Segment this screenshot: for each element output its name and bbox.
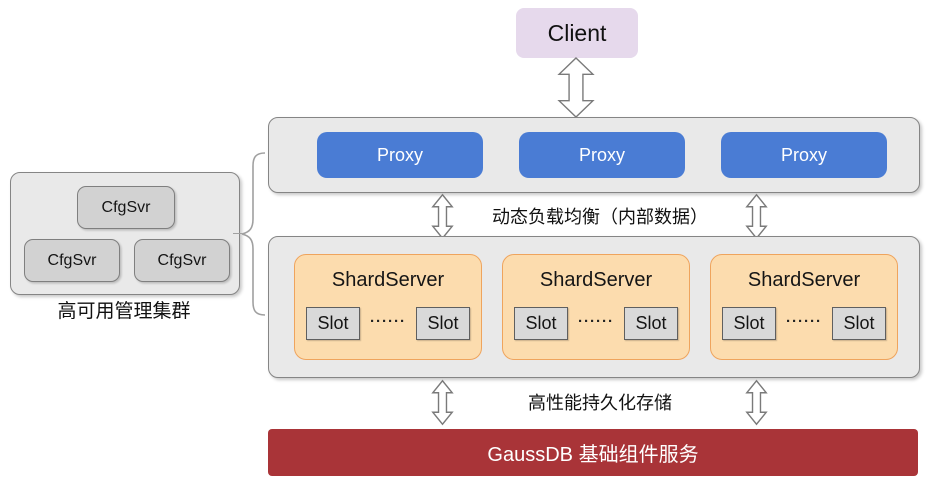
slot-box: Slot bbox=[415, 306, 470, 340]
shard-server-node: ShardServer Slot ······ Slot bbox=[294, 254, 482, 360]
client-label: Client bbox=[547, 19, 607, 46]
slot-ellipsis: ······ bbox=[786, 312, 822, 330]
shard-storage-updown-arrow-icon bbox=[745, 380, 768, 425]
ha-cluster-caption: 高可用管理集群 bbox=[57, 301, 191, 322]
slot-box: Slot bbox=[623, 306, 678, 340]
cfgsvr-label: CfgSvr bbox=[157, 251, 207, 269]
cfgsvr-label: CfgSvr bbox=[101, 198, 151, 216]
client-node: Client bbox=[516, 8, 638, 58]
shard-server-title: ShardServer bbox=[539, 268, 653, 291]
slot-row: Slot ······ Slot bbox=[711, 306, 897, 340]
slot-box: Slot bbox=[831, 306, 886, 340]
gaussdb-services-label: GaussDB 基础组件服务 bbox=[487, 444, 699, 466]
gaussdb-services-bar: GaussDB 基础组件服务 bbox=[268, 429, 918, 476]
proxy-node: Proxy bbox=[317, 132, 483, 178]
ha-cluster-container: CfgSvr CfgSvr CfgSvr bbox=[10, 172, 240, 295]
shard-server-title: ShardServer bbox=[747, 268, 861, 291]
proxy-node: Proxy bbox=[721, 132, 887, 178]
client-proxy-updown-arrow-icon bbox=[556, 57, 596, 118]
proxy-cluster-container: Proxy Proxy Proxy bbox=[268, 117, 920, 193]
shard-storage-updown-arrow-icon bbox=[431, 380, 454, 425]
load-balance-label: 动态负载均衡（内部数据） bbox=[492, 207, 708, 227]
shard-server-node: ShardServer Slot ······ Slot bbox=[502, 254, 690, 360]
shard-server-node: ShardServer Slot ······ Slot bbox=[710, 254, 898, 360]
slot-row: Slot ······ Slot bbox=[295, 306, 481, 340]
slot-box: Slot bbox=[514, 306, 568, 340]
grouping-brace-icon bbox=[241, 152, 266, 316]
cfgsvr-node: CfgSvr bbox=[24, 239, 120, 282]
slot-box: Slot bbox=[722, 306, 776, 340]
brace-connector-line bbox=[233, 233, 242, 234]
cfgsvr-node: CfgSvr bbox=[77, 186, 175, 229]
slot-row: Slot ······ Slot bbox=[503, 306, 689, 340]
cfgsvr-label: CfgSvr bbox=[47, 251, 97, 269]
shard-server-title: ShardServer bbox=[331, 268, 445, 291]
proxy-label: Proxy bbox=[780, 144, 827, 165]
shard-cluster-container: ShardServer Slot ······ Slot ShardServer… bbox=[268, 236, 920, 378]
proxy-node: Proxy bbox=[519, 132, 685, 178]
slot-box: Slot bbox=[306, 306, 360, 340]
proxy-shard-updown-arrow-icon bbox=[745, 194, 768, 239]
storage-label: 高性能持久化存储 bbox=[528, 393, 672, 413]
cfgsvr-node: CfgSvr bbox=[134, 239, 230, 282]
proxy-shard-updown-arrow-icon bbox=[431, 194, 454, 239]
slot-ellipsis: ······ bbox=[578, 312, 614, 330]
slot-ellipsis: ······ bbox=[370, 312, 406, 330]
proxy-label: Proxy bbox=[578, 144, 625, 165]
proxy-label: Proxy bbox=[376, 144, 423, 165]
